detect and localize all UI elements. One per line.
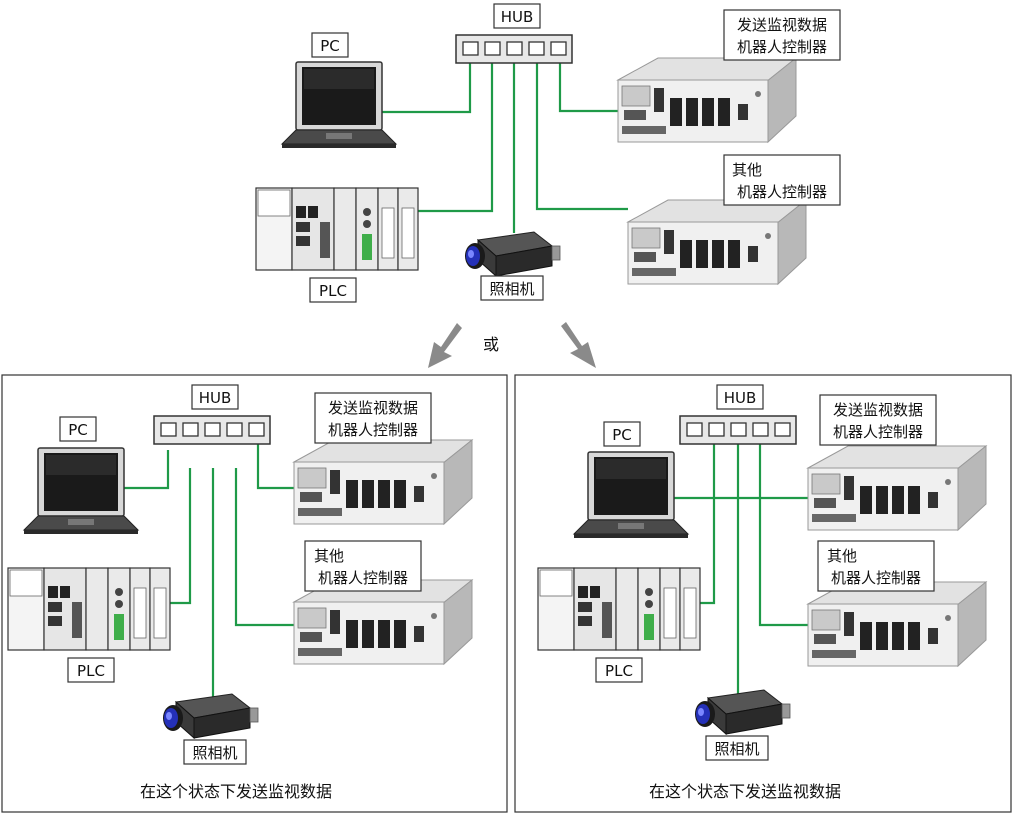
left-wire-plc — [165, 468, 192, 605]
top-diagram: HUB PC PLC 照相机 发送监视数据 机器人控制器 其他 机器人控制器 — [255, 3, 841, 303]
wire-robot-send — [558, 56, 620, 113]
left-caption: 在这个状态下发送监视数据 — [140, 782, 332, 801]
pc-label: PC — [320, 37, 340, 55]
pc-label-box — [311, 32, 349, 58]
plc-label: PLC — [319, 282, 347, 300]
right-plc-icon — [537, 567, 701, 651]
left-camera-icon — [162, 693, 259, 739]
right-pc-label: PC — [612, 426, 632, 444]
robot-other-label-box — [723, 154, 841, 206]
left-plc-icon — [7, 567, 171, 651]
robot-other-icon — [627, 199, 807, 285]
wire-robot-other — [535, 56, 628, 211]
left-wire-robot-other — [234, 468, 298, 627]
hub-icon — [455, 34, 573, 64]
pc-laptop-icon — [281, 61, 397, 149]
robot-send-label-box — [723, 9, 841, 61]
plc-label-box — [309, 277, 357, 303]
left-robot-other-label-line2: 机器人控制器 — [318, 569, 408, 587]
wire-plc — [410, 56, 494, 213]
robot-send-label-line2: 机器人控制器 — [737, 38, 827, 56]
right-camera-icon — [694, 689, 791, 735]
left-panel: HUB PC PLC 照相机 发送监视数据 机器人控制器 其他 机器人控制器 在… — [1, 374, 508, 813]
left-robot-other-icon — [293, 579, 473, 665]
left-robot-send-label-box — [314, 392, 432, 444]
arrow-left-icon — [428, 323, 462, 368]
left-plc-label: PLC — [77, 662, 105, 680]
left-robot-send-label-line1: 发送监视数据 — [328, 399, 418, 417]
arrow-right-icon — [561, 322, 596, 368]
camera-label-box — [480, 275, 544, 301]
left-camera-label: 照相机 — [192, 744, 237, 762]
right-hub-icon — [679, 415, 797, 445]
right-pc-label-box — [603, 421, 641, 447]
plc-icon — [255, 187, 419, 271]
camera-label: 照相机 — [489, 280, 534, 298]
left-hub-icon — [153, 415, 271, 445]
left-hub-label: HUB — [199, 389, 232, 407]
right-plc-label-box — [595, 657, 643, 683]
left-wire-pc — [108, 450, 170, 490]
right-robot-send-icon — [807, 445, 987, 531]
camera-icon — [464, 231, 561, 277]
right-robot-other-label-line2: 机器人控制器 — [831, 569, 921, 587]
left-pc-laptop-icon — [23, 447, 139, 535]
right-camera-label-box — [705, 735, 769, 761]
left-robot-send-icon — [293, 439, 473, 525]
hub-label: HUB — [501, 8, 534, 26]
right-wire-robot-other — [758, 498, 810, 627]
left-hub-label-box — [191, 384, 239, 410]
right-robot-send-label-line1: 发送监视数据 — [833, 401, 923, 419]
right-hub-label-box — [716, 384, 764, 410]
left-wire-robot-send — [256, 444, 298, 490]
robot-other-label-line2: 机器人控制器 — [737, 183, 827, 201]
right-robot-other-icon — [807, 581, 987, 667]
left-camera-label-box — [183, 739, 247, 765]
right-panel-frame — [514, 374, 1012, 813]
right-wire-plc — [695, 442, 716, 605]
left-plc-label-box — [67, 657, 115, 683]
left-panel-frame — [1, 374, 508, 813]
branch-arrows: 或 — [428, 322, 596, 368]
robot-send-label-line1: 发送监视数据 — [737, 16, 827, 34]
left-pc-label: PC — [68, 421, 88, 439]
right-robot-send-label-line2: 机器人控制器 — [833, 423, 923, 441]
right-camera-label: 照相机 — [714, 740, 759, 758]
left-robot-other-label-box — [304, 540, 422, 592]
left-robot-other-label-line1: 其他 — [314, 547, 344, 565]
right-robot-send-label-box — [819, 394, 937, 446]
right-caption: 在这个状态下发送监视数据 — [649, 782, 841, 801]
robot-send-icon — [617, 57, 797, 143]
right-plc-label: PLC — [605, 662, 633, 680]
right-robot-other-label-box — [817, 540, 935, 592]
hub-label-box — [493, 3, 541, 29]
wire-pc — [370, 56, 472, 114]
right-hub-label: HUB — [724, 389, 757, 407]
right-robot-other-label-line1: 其他 — [827, 547, 857, 565]
left-pc-label-box — [59, 416, 97, 442]
or-label: 或 — [483, 335, 499, 354]
robot-other-label-line1: 其他 — [732, 161, 762, 179]
left-robot-send-label-line2: 机器人控制器 — [328, 421, 418, 439]
right-panel: HUB PC PLC 照相机 发送监视数据 机器人控制器 其他 机器人控制器 在… — [514, 374, 1012, 813]
right-pc-laptop-icon — [573, 451, 689, 539]
